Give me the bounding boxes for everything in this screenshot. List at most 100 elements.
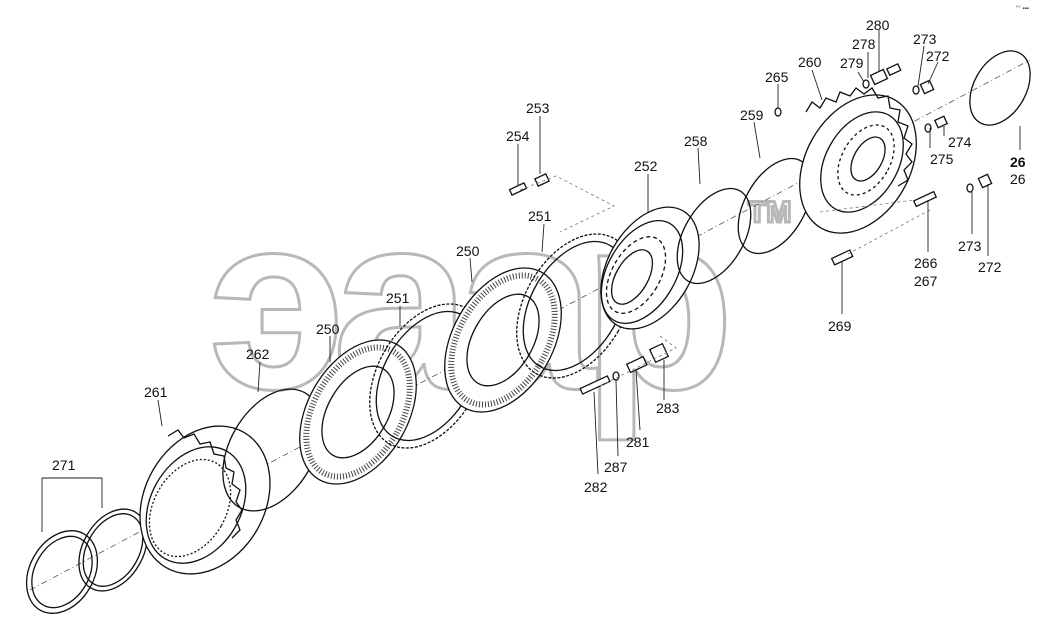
- part-278-fitting: [869, 68, 889, 86]
- callout-282: 282: [584, 479, 608, 495]
- part-251-disc-back: [516, 233, 634, 379]
- part-269-bolt: [830, 249, 854, 266]
- dash-253-254: [519, 175, 615, 233]
- part-258-oring: [676, 187, 752, 285]
- part-261-housing: [139, 425, 271, 575]
- corner-mark: °° ▪▪▪: [1016, 6, 1029, 12]
- part-250-disc-back: [444, 267, 562, 413]
- cover-260-face: [820, 111, 904, 213]
- callout-252: 252: [634, 158, 658, 174]
- housing-261-splines: [148, 458, 232, 558]
- callout-26-bold: 26: [1010, 154, 1026, 170]
- callout-287: 287: [604, 459, 628, 475]
- callout-274: 274: [948, 134, 972, 150]
- callout-250-front: 250: [316, 321, 340, 337]
- callout-278: 278: [852, 36, 876, 52]
- callout-269: 269: [828, 318, 852, 334]
- cover-260-lugs: [805, 87, 913, 187]
- cover-260-outer: [799, 94, 917, 234]
- cover-260-holes: [837, 124, 895, 196]
- leader-262: [257, 361, 261, 393]
- part-250-disc-front: [299, 339, 417, 485]
- leader-261: [157, 399, 163, 427]
- leader-287: [615, 379, 619, 457]
- callout-283: 283: [656, 400, 680, 416]
- part-252-piston: [600, 206, 700, 330]
- piston-252-bolt-circle: [605, 236, 667, 314]
- leader-271: [41, 477, 103, 532]
- callout-275: 275: [930, 151, 954, 167]
- part-271-rings: [25, 508, 148, 614]
- leader-251a: [541, 223, 545, 253]
- part-280-plug: [886, 62, 902, 77]
- callout-251-front: 251: [386, 290, 410, 306]
- callout-273-bottom: 273: [958, 238, 982, 254]
- callout-279: 279: [840, 55, 864, 71]
- callout-258: 258: [684, 133, 708, 149]
- part-272-plug-bottom: [977, 173, 993, 189]
- disc-251-back-body: [522, 240, 628, 372]
- leader-273a: [917, 45, 925, 87]
- part-273-seal-bottom: [966, 183, 974, 193]
- part-281-sleeve: [625, 355, 648, 374]
- part-283-spring: [648, 342, 670, 364]
- ring-271-second-inner: [82, 513, 144, 587]
- piston-252-bore: [610, 249, 654, 305]
- callout-26: 26: [1010, 171, 1026, 187]
- dash-266-269: [819, 199, 931, 255]
- part-265-washer: [774, 107, 782, 117]
- callout-250-back: 250: [456, 243, 480, 259]
- part-266-bolt: [912, 190, 938, 208]
- leader-259: [753, 121, 761, 159]
- callout-281: 281: [626, 434, 650, 450]
- part-254-bolt: [508, 182, 528, 196]
- cover-260-bore: [850, 136, 886, 182]
- callout-261: 261: [144, 384, 168, 400]
- part-274-plug: [933, 115, 949, 129]
- watermark-tm: TM: [748, 196, 791, 229]
- leader-272a: [927, 61, 939, 85]
- leader-lines: [41, 30, 1021, 532]
- callout-254: 254: [506, 128, 530, 144]
- housing-261-teeth: [167, 429, 243, 539]
- small-parts: [508, 62, 993, 395]
- callout-262: 262: [246, 346, 270, 362]
- leader-250a: [469, 257, 473, 283]
- callout-251-back: 251: [528, 208, 552, 224]
- part-282-bolt: [579, 375, 611, 395]
- callout-280: 280: [866, 17, 890, 33]
- housing-261-bore: [145, 446, 247, 564]
- piston-252-ring: [600, 219, 684, 325]
- part-272-plug-top: [919, 79, 935, 95]
- leader-282: [593, 391, 599, 475]
- part-259-oring: [737, 157, 813, 255]
- callout-259: 259: [740, 107, 764, 123]
- part-26-oring: [969, 50, 1031, 126]
- callout-273-top: 273: [913, 31, 937, 47]
- callout-271: 271: [52, 457, 76, 473]
- part-260-cover: [799, 87, 917, 234]
- disc-250-back-lining: [448, 272, 558, 408]
- leader-279: [857, 71, 865, 83]
- part-279-seal: [862, 79, 870, 89]
- leader-258: [697, 147, 701, 185]
- disc-251-back-teeth: [516, 233, 634, 379]
- callout-272-bottom: 272: [978, 259, 1002, 275]
- callout-253: 253: [526, 100, 550, 116]
- part-273-seal-top: [912, 85, 920, 95]
- callout-labels: 280 278 279 273 272 260 265 259 258 253 …: [52, 17, 1026, 495]
- part-275-seal: [924, 123, 932, 133]
- ring-271-second: [78, 508, 148, 592]
- leader-260: [811, 69, 823, 101]
- callout-272-top: 272: [926, 48, 950, 64]
- ring-271-outer-inner: [31, 535, 93, 609]
- disc-250-front-lining: [303, 344, 413, 480]
- dash-281-283: [599, 335, 677, 387]
- callout-265: 265: [765, 69, 789, 85]
- callout-266: 266: [914, 255, 938, 271]
- leader-281: [635, 369, 641, 431]
- callout-260: 260: [798, 54, 822, 70]
- callout-267: 267: [914, 273, 938, 289]
- ring-271-outer: [25, 530, 99, 614]
